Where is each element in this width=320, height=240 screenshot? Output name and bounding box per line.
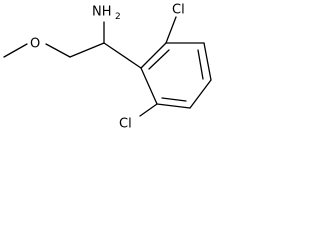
bond-methyl-oxygen — [3, 43, 28, 58]
ring-double-bond-c3-c4 — [197, 49, 204, 80]
benzene-ring — [140, 42, 212, 109]
ring-bond-c1-c2 — [140, 42, 167, 69]
chemical-structure-diagram: O NH 2 Cl Cl — [3, 3, 212, 132]
ring-bond-c4-c5 — [189, 79, 212, 109]
ring-bond-c5-c6 — [156, 103, 191, 109]
amine-atom-label: NH — [92, 5, 112, 20]
ring-double-bond-c5-c6 — [161, 97, 187, 102]
bond-ch-ring — [103, 42, 142, 69]
chlorine-bottom-atom-label: Cl — [119, 117, 132, 132]
bond-ring-chlorine-top — [165, 16, 177, 44]
bond-ring-chlorine-bottom — [139, 103, 158, 117]
bond-ch2-ch — [69, 42, 105, 58]
oxygen-atom-label: O — [30, 37, 40, 52]
chlorine-top-atom-label: Cl — [172, 3, 185, 18]
bond-oxygen-ch2 — [45, 43, 71, 58]
ring-bond-c6-c1 — [140, 67, 158, 105]
ring-double-bond-c1-c2 — [148, 49, 170, 70]
ring-bond-c3-c4 — [203, 42, 212, 81]
amine-subscript: 2 — [115, 12, 121, 22]
